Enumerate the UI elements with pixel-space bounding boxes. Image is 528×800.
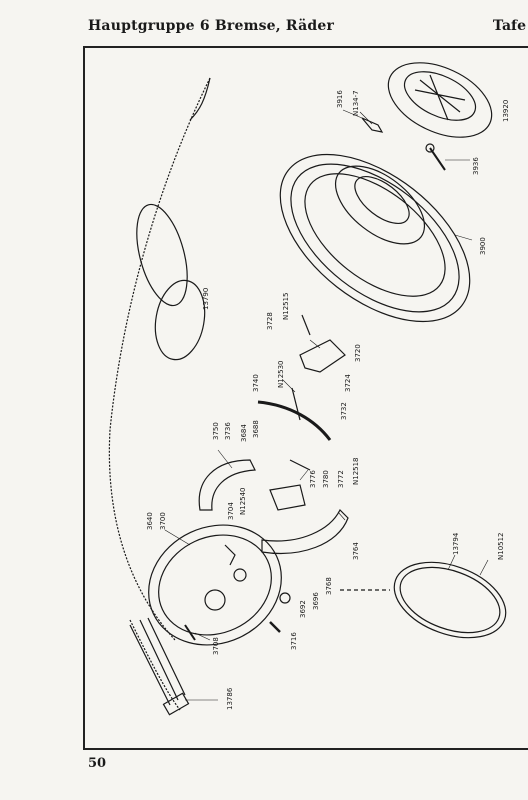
part-label: 13786 [226,687,234,710]
part-label: 3732 [340,402,348,420]
brake-cable [108,77,211,641]
part-labels: 3916 N134-7 13920 3936 3900 13790 N12515… [146,90,510,710]
part-label: 3696 [312,592,320,610]
cable-loop-upper [136,203,188,307]
tire-band-ring [393,561,507,639]
axle-tool [129,617,186,706]
part-label: 3688 [252,420,260,438]
part-label: N12530 [277,360,285,388]
part-label: 3768 [325,577,333,595]
part-label: 3684 [240,424,248,442]
brake-lever [299,339,346,373]
part-label: 3772 [337,470,345,488]
plate-label: Tafe [492,18,526,34]
part-label: 3704 [227,502,235,520]
part-label: 3640 [146,512,154,530]
part-label: 3708 [212,637,220,655]
part-label: 3764 [352,542,360,560]
diagram-frame [83,46,528,750]
part-label: 3700 [159,512,167,530]
part-label: 3724 [344,374,352,392]
part-label: 3692 [299,600,307,618]
part-label: N134-7 [352,90,360,116]
part-label: 3720 [354,344,362,362]
cable-segment [189,77,211,121]
part-label: 3740 [252,374,260,392]
part-label: 3900 [479,237,487,255]
part-label: 3750 [212,422,220,440]
part-label: 3780 [322,470,330,488]
brake-shoe-lower [261,508,349,555]
wheel-disc [334,165,426,245]
part-label: 3736 [224,422,232,440]
brake-parts [269,484,306,511]
brake-backing-plate [148,524,282,646]
bolt-small [184,624,196,641]
part-label: 13790 [202,288,210,310]
spring [269,621,281,633]
part-label: N12515 [282,292,290,320]
wheel-rim-outer [279,153,471,323]
part-label: N10512 [497,532,505,560]
part-label: 13920 [502,100,510,122]
page-header: Hauptgruppe 6 Bremse, Räder Tafe [88,18,528,40]
part-label: 3916 [336,90,344,108]
part-label: 3776 [309,470,317,488]
part-label: 13794 [452,532,460,555]
part-label: 3716 [290,632,298,650]
brake-link [257,400,332,441]
brake-shoe-upper [198,459,256,511]
hubcap-clip [361,117,384,133]
page-number: 50 [88,756,107,771]
cable-lower-run [129,619,181,711]
cable-loop-lower [154,279,206,361]
page-title: Hauptgruppe 6 Bremse, Räder [88,18,335,34]
part-label: N12540 [239,487,247,515]
nut [279,592,291,604]
part-label: 3728 [266,312,274,330]
part-label: 3936 [472,157,480,175]
part-label: N12518 [352,457,360,485]
hubcap [387,62,493,138]
